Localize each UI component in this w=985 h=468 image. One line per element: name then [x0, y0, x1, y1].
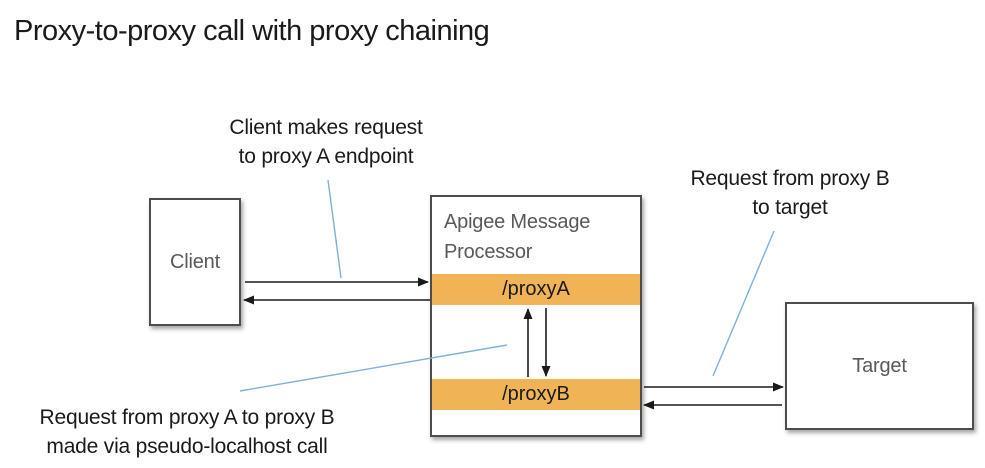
proxya-bar-label: /proxyA: [502, 278, 570, 300]
target-box-label: Target: [852, 354, 907, 377]
annotation-client-request: Client makes request to proxy A endpoint: [229, 116, 423, 168]
client-box-label: Client: [170, 250, 220, 273]
leader-line-proxyb-to-target: [712, 230, 775, 377]
target-box: Target: [785, 302, 974, 430]
apigee-message-processor-box: Apigee Message Processor /proxyA /proxyB: [430, 195, 642, 437]
proxyb-bar-label: /proxyB: [502, 383, 570, 405]
annotation-proxya-to-proxyb: Request from proxy A to proxy B made via…: [39, 406, 335, 458]
apigee-box-label: Apigee Message Processor: [444, 211, 591, 263]
proxya-bar: /proxyA: [432, 274, 640, 305]
page-title: Proxy-to-proxy call with proxy chaining: [14, 15, 490, 47]
leader-line-client-request: [327, 179, 342, 279]
proxyb-bar: /proxyB: [432, 379, 640, 410]
annotation-proxyb-to-target: Request from proxy B to target: [690, 167, 890, 219]
client-box: Client: [149, 198, 241, 326]
